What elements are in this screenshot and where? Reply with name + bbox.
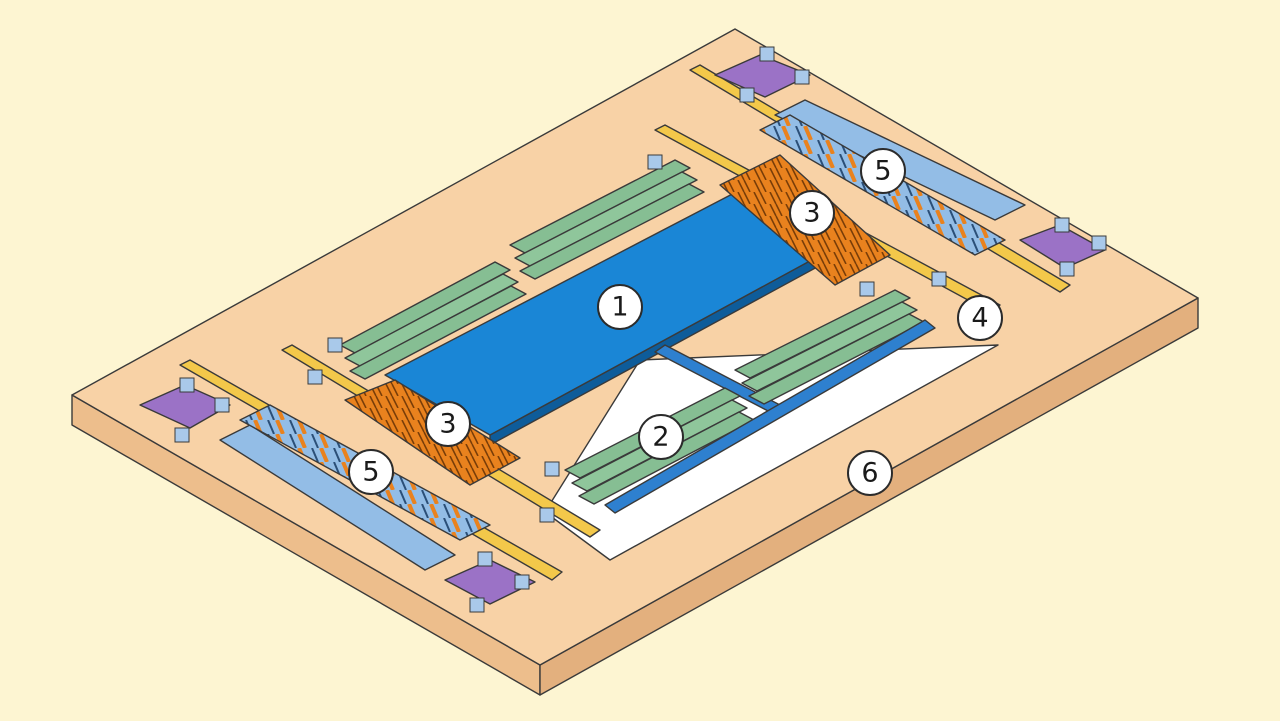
- pad-right-1: [1054, 217, 1070, 233]
- callout-flexure-bottom: 3: [425, 401, 471, 447]
- sense-beam-upper-1: [509, 159, 691, 254]
- pad-bottom-2: [514, 574, 530, 590]
- pad-top-2: [794, 69, 810, 85]
- pad-d: [327, 337, 343, 353]
- anchor-brackets: [139, 46, 1107, 613]
- bracket-right: [1019, 217, 1107, 277]
- callout-proof-mass-label: 1: [611, 292, 628, 323]
- callout-anchor-rail: 4: [957, 295, 1003, 341]
- callout-drive-comb-top: 5: [860, 148, 906, 194]
- callout-substrate-label: 6: [861, 458, 878, 489]
- pad-bottom-3: [469, 597, 485, 613]
- bracket-left: [139, 377, 231, 443]
- callout-proof-mass: 1: [597, 284, 643, 330]
- callout-flexure-top: 3: [789, 190, 835, 236]
- pad-bottom-1: [477, 551, 493, 567]
- pad-g: [539, 507, 555, 523]
- callout-drive-comb-bottom: 5: [348, 449, 394, 495]
- pad-left-1: [179, 377, 195, 393]
- pad-top-1: [759, 46, 775, 62]
- callout-flexure-top-label: 3: [803, 198, 820, 229]
- callout-substrate: 6: [847, 450, 893, 496]
- pad-a: [647, 154, 663, 170]
- bracket-top: [714, 46, 811, 103]
- callout-anchor-rail-label: 4: [971, 303, 988, 334]
- pad-left-3: [174, 427, 190, 443]
- pad-b: [931, 271, 947, 287]
- sense-beam-lower-2: [741, 301, 918, 392]
- bracket-bottom: [444, 551, 536, 613]
- callout-flexure-bottom-label: 3: [439, 409, 456, 440]
- pad-f: [544, 461, 560, 477]
- callout-sense-comb-label: 2: [652, 422, 669, 453]
- substrate-window-inner: [565, 350, 980, 548]
- pad-e: [307, 369, 323, 385]
- pad-top-3: [739, 87, 755, 103]
- anchor-pads: [307, 154, 947, 523]
- sense-beam-upper-6: [349, 285, 527, 380]
- pad-right-3: [1059, 261, 1075, 277]
- callout-drive-comb-top-label: 5: [874, 156, 891, 187]
- sense-frame-beam: [604, 319, 936, 514]
- pad-left-2: [214, 397, 230, 413]
- callout-drive-comb-bottom-label: 5: [362, 457, 379, 488]
- drive-comb-bottom-base: [219, 424, 456, 571]
- pad-c: [859, 281, 875, 297]
- sense-beam-upper-3: [519, 183, 705, 280]
- sense-beam-upper-5: [344, 273, 519, 367]
- sense-beam-upper-2: [514, 171, 698, 267]
- sense-beam-upper-4: [339, 261, 511, 354]
- sense-beam-lower-1: [734, 289, 911, 379]
- callout-sense-comb: 2: [638, 414, 684, 460]
- sense-beams-upper: [339, 159, 705, 380]
- pad-right-2: [1091, 235, 1107, 251]
